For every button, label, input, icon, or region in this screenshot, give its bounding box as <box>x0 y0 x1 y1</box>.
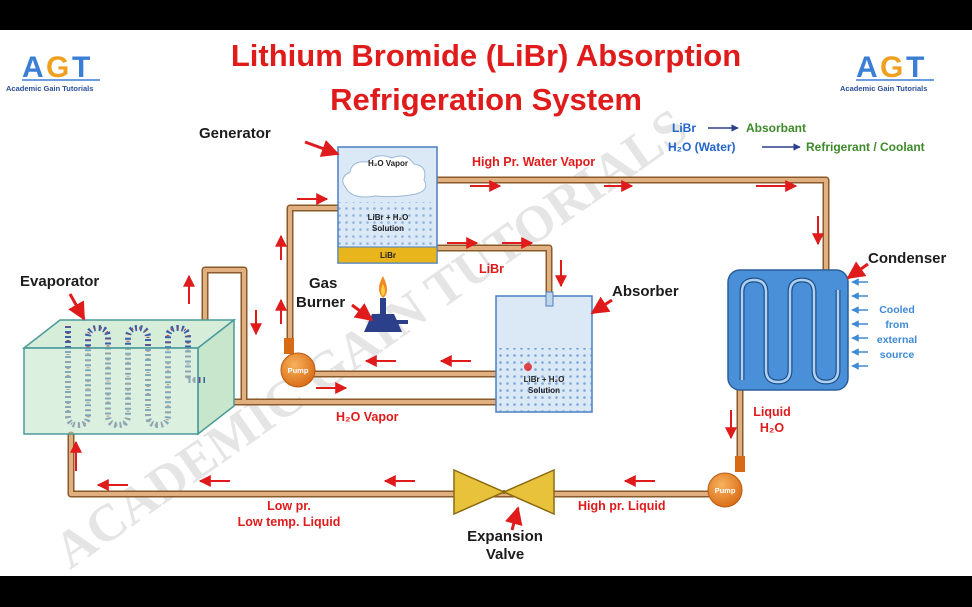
logo-right: A G T Academic Gain Tutorials <box>840 51 934 93</box>
gas-burner-label-1: Gas <box>309 275 337 292</box>
evaporator-pointer <box>68 293 86 321</box>
pump-1-label: Pump <box>288 366 309 375</box>
flow-label-liquid-1: Liquid <box>753 405 791 419</box>
evaporator <box>21 318 237 436</box>
title-line-1: Lithium Bromide (LiBr) Absorption <box>231 38 741 73</box>
generator-solution-label-2: Solution <box>372 224 404 233</box>
generator-vapor-label: H₂O Vapor <box>368 159 408 168</box>
gas-burner <box>364 276 408 332</box>
logo-letter-g: G <box>880 51 903 84</box>
pump-2: Pump <box>707 456 745 508</box>
condenser-pointer <box>846 261 869 280</box>
flow-label-h2o-vapor: H₂O Vapor <box>336 410 399 424</box>
absorber-solution-label-1: LiBr + H₂O <box>524 375 565 384</box>
generator-label: Generator <box>199 125 271 142</box>
diagram-canvas: ACADEMIC GAIN TUTORIALS A G T Academic G… <box>0 30 972 576</box>
expansion-valve <box>453 468 555 516</box>
flow-label-low-pr-1: Low pr. <box>267 499 311 513</box>
gas-burner-label-2: Burner <box>296 294 345 311</box>
pump-2-label: Pump <box>715 486 736 495</box>
expansion-valve-label-1: Expansion <box>467 528 543 545</box>
logo-letter-t: T <box>906 51 924 84</box>
legend-libr-key: LiBr <box>672 121 696 135</box>
cooling-text-1: Cooled <box>879 304 915 316</box>
logo-letter-a: A <box>856 51 878 84</box>
absorber: LiBr + H₂O Solution <box>495 291 593 413</box>
absorber-pointer <box>590 296 613 315</box>
evaporator-label: Evaporator <box>20 273 99 290</box>
condenser <box>727 269 849 391</box>
logo-left: A G T Academic Gain Tutorials <box>6 51 100 93</box>
generator: H₂O Vapor LiBr + H₂O Solution LiBr <box>337 146 438 264</box>
absorber-solution-label-2: Solution <box>528 386 560 395</box>
vapor-cloud <box>342 155 427 198</box>
condenser-label: Condenser <box>868 250 947 267</box>
generator-pointer <box>304 140 340 157</box>
logo-subtitle: Academic Gain Tutorials <box>840 84 927 93</box>
flow-label-libr: LiBr <box>479 262 504 276</box>
logo-letter-g: G <box>46 51 69 84</box>
flow-label-liquid-2: H₂O <box>760 421 785 435</box>
flow-arrows <box>70 180 824 491</box>
logo-letter-a: A <box>22 51 44 84</box>
cooling-text-3: external <box>877 334 917 346</box>
pipes <box>67 176 830 498</box>
logo-letter-t: T <box>72 51 90 84</box>
title-line-2: Refrigeration System <box>330 82 642 117</box>
legend-h2o-key: H₂O (Water) <box>668 140 736 154</box>
legend: LiBr Absorbant H₂O (Water) Refrigerant /… <box>668 121 925 154</box>
gas-burner-pointer <box>351 303 374 322</box>
absorber-label: Absorber <box>612 283 679 300</box>
expansion-valve-label-2: Valve <box>486 546 524 563</box>
legend-libr-value: Absorbant <box>746 121 806 135</box>
cooling-text-4: source <box>880 349 915 361</box>
legend-h2o-value: Refrigerant / Coolant <box>806 140 925 154</box>
generator-solution-label-1: LiBr + H₂O <box>368 213 409 222</box>
flow-label-high-pr-vapor: High Pr. Water Vapor <box>472 155 595 169</box>
pump-1: Pump <box>280 338 316 388</box>
cooling-text-2: from <box>885 319 908 331</box>
logo-subtitle: Academic Gain Tutorials <box>6 84 93 93</box>
cooling-arrows <box>851 278 868 370</box>
generator-libr-label: LiBr <box>380 251 396 260</box>
flow-label-low-pr-2: Low temp. Liquid <box>238 515 341 529</box>
expansion-valve-pointer <box>505 506 523 531</box>
flow-label-high-pr-liquid: High pr. Liquid <box>578 499 666 513</box>
